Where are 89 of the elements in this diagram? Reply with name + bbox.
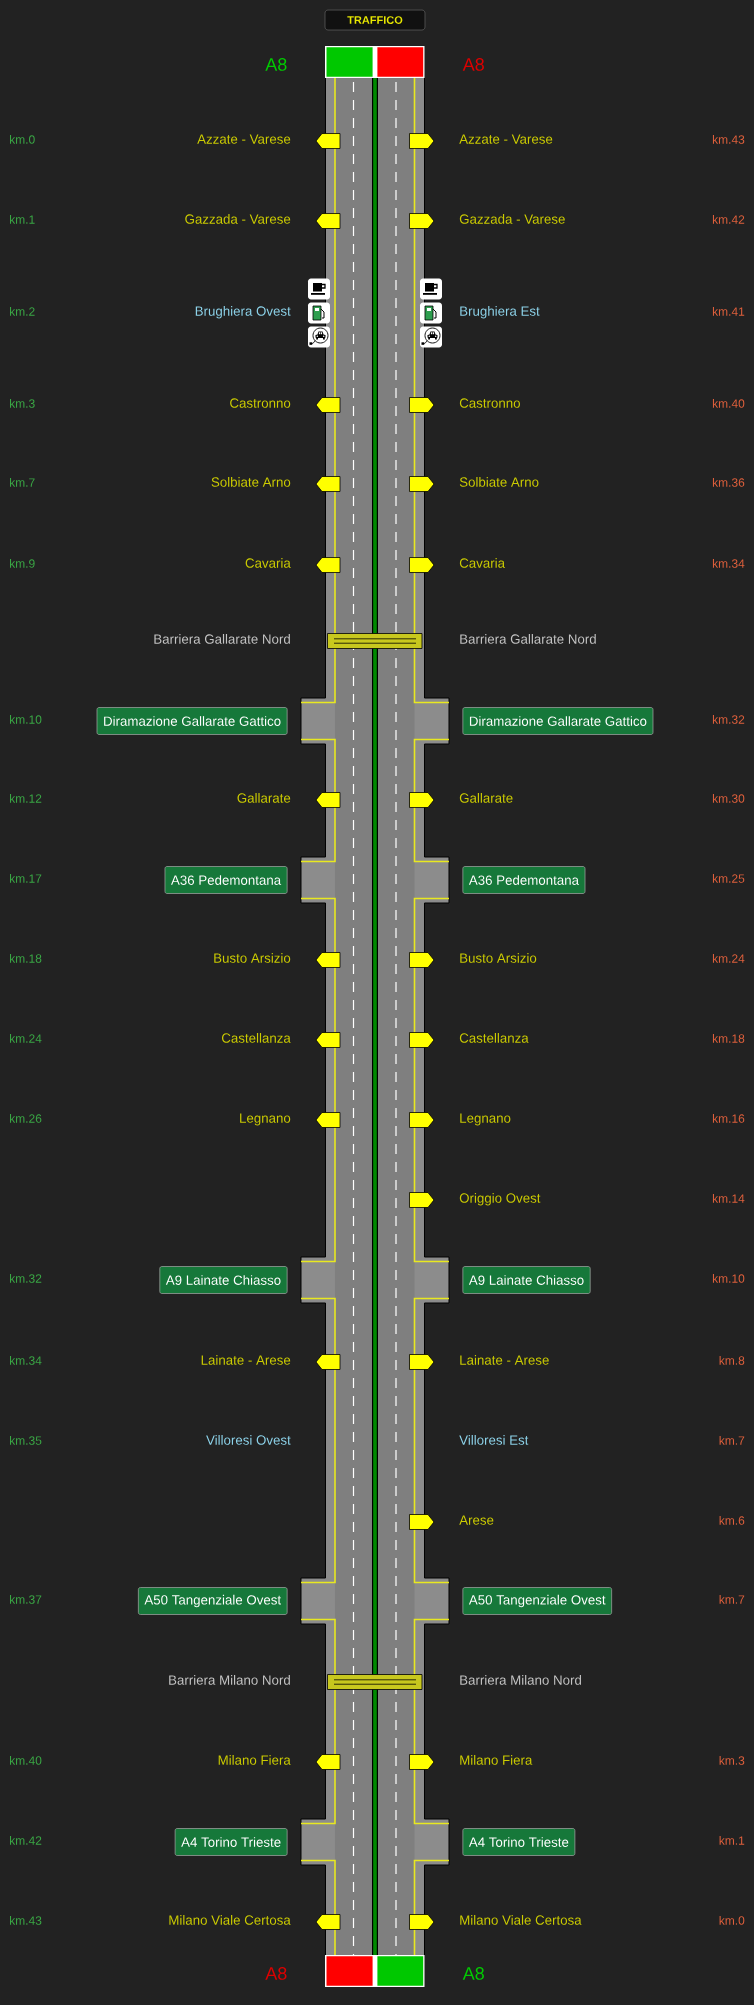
- exit-label: Cavaria: [245, 558, 291, 568]
- junction-sign: A50 Tangenziale Ovest: [138, 1587, 288, 1615]
- km-label: km.36: [712, 477, 745, 487]
- junction-sign: A4 Torino Trieste: [174, 1828, 288, 1856]
- km-label: km.2: [10, 306, 35, 316]
- exit-label: Lainate - Arese: [460, 1355, 549, 1365]
- km-label: km.34: [712, 558, 745, 568]
- junction-sign: A4 Torino Trieste: [462, 1828, 576, 1856]
- road-number: A8: [462, 58, 484, 71]
- km-label: km.42: [10, 1835, 42, 1845]
- exit-label: Cavaria: [459, 558, 505, 568]
- toll-barrier-label: Barriera Milano Nord: [169, 1675, 290, 1685]
- junction-sign: A50 Tangenziale Ovest: [462, 1587, 612, 1615]
- exit-label: Gallarate: [459, 793, 513, 803]
- km-label: km.35: [10, 1435, 42, 1445]
- km-label: km.17: [10, 873, 42, 883]
- km-label: km.3: [10, 398, 35, 408]
- junction-sign: A36 Pedemontana: [164, 866, 288, 894]
- road-number: A8: [265, 58, 287, 71]
- junction-sign: A36 Pedemontana: [462, 866, 586, 894]
- road-number: A8: [265, 1967, 287, 1980]
- exit-label: Azzate - Varese: [197, 134, 291, 144]
- km-label: km.7: [719, 1435, 745, 1445]
- km-label: km.24: [10, 1033, 42, 1043]
- rest-area-label: Villoresi Est: [459, 1435, 529, 1445]
- exit-label: Castronno: [459, 398, 520, 408]
- rest-area-label: Villoresi Ovest: [206, 1435, 291, 1445]
- toll-barrier-label: Barriera Gallarate Nord: [460, 634, 596, 644]
- exit-label: Castellanza: [222, 1033, 291, 1043]
- exit-label: Milano Viale Certosa: [169, 1915, 291, 1925]
- junction-sign: A9 Lainate Chiasso: [159, 1266, 288, 1294]
- rest-area-label: Brughiera Est: [460, 306, 540, 319]
- traffic-button: TRAFFICO: [324, 9, 426, 31]
- exit-label: Legnano: [240, 1113, 291, 1126]
- km-label: km.10: [10, 714, 42, 724]
- toll-barrier-label: Barriera Gallarate Nord: [154, 634, 290, 644]
- km-label: km.18: [10, 953, 42, 963]
- km-label: km.26: [10, 1113, 42, 1123]
- km-label: km.6: [719, 1515, 745, 1525]
- km-label: km.16: [712, 1113, 745, 1123]
- km-label: km.34: [10, 1355, 42, 1365]
- exit-label: Gallarate: [237, 793, 291, 803]
- exit-label: Solbiate Arno: [211, 477, 291, 487]
- exit-label: Legnano: [460, 1113, 511, 1126]
- km-label: km.40: [10, 1755, 42, 1765]
- km-label: km.37: [10, 1594, 42, 1604]
- km-label: km.7: [10, 477, 35, 487]
- km-label: km.42: [712, 214, 745, 224]
- rest-area-label: Brughiera Ovest: [195, 306, 291, 319]
- km-label: km.0: [719, 1915, 745, 1925]
- exit-label: Gazzada - Varese: [185, 214, 291, 224]
- km-label: km.0: [10, 134, 35, 144]
- km-label: km.25: [712, 873, 745, 883]
- exit-label: Gazzada - Varese: [459, 214, 565, 224]
- exit-label: Milano Fiera: [460, 1755, 533, 1765]
- km-label: km.7: [719, 1594, 745, 1604]
- toll-barrier-label: Barriera Milano Nord: [460, 1675, 581, 1685]
- km-label: km.10: [712, 1273, 745, 1283]
- km-label: km.3: [719, 1755, 745, 1765]
- km-label: km.1: [10, 214, 35, 224]
- exit-label: Arese: [459, 1515, 494, 1525]
- km-label: km.40: [712, 398, 745, 408]
- km-label: km.41: [712, 306, 745, 316]
- km-label: km.18: [712, 1033, 745, 1043]
- exit-label: Busto Arsizio: [460, 953, 537, 963]
- km-label: km.1: [719, 1835, 745, 1845]
- exit-label: Lainate - Arese: [201, 1355, 291, 1365]
- exit-label: Solbiate Arno: [459, 477, 539, 487]
- junction-sign: A9 Lainate Chiasso: [462, 1266, 591, 1294]
- junction-sign: Diramazione Gallarate Gattico: [96, 707, 288, 735]
- km-label: km.30: [712, 793, 745, 803]
- exit-label: Milano Viale Certosa: [460, 1915, 582, 1925]
- km-label: km.9: [10, 558, 35, 568]
- km-label: km.8: [719, 1355, 745, 1365]
- exit-label: Azzate - Varese: [459, 134, 553, 144]
- km-label: km.43: [10, 1915, 42, 1925]
- exit-label: Castronno: [230, 398, 291, 408]
- road-number: A8: [462, 1967, 484, 1980]
- km-label: km.24: [712, 953, 745, 963]
- exit-label: Milano Fiera: [218, 1755, 291, 1765]
- exit-label: Origgio Ovest: [459, 1193, 541, 1206]
- km-label: km.32: [10, 1273, 42, 1283]
- km-label: km.32: [712, 714, 745, 724]
- km-label: km.14: [712, 1193, 745, 1203]
- exit-label: Busto Arsizio: [214, 953, 291, 963]
- exit-label: Castellanza: [459, 1033, 529, 1043]
- km-label: km.12: [10, 793, 42, 803]
- km-label: km.43: [712, 134, 745, 144]
- junction-sign: Diramazione Gallarate Gattico: [462, 707, 654, 735]
